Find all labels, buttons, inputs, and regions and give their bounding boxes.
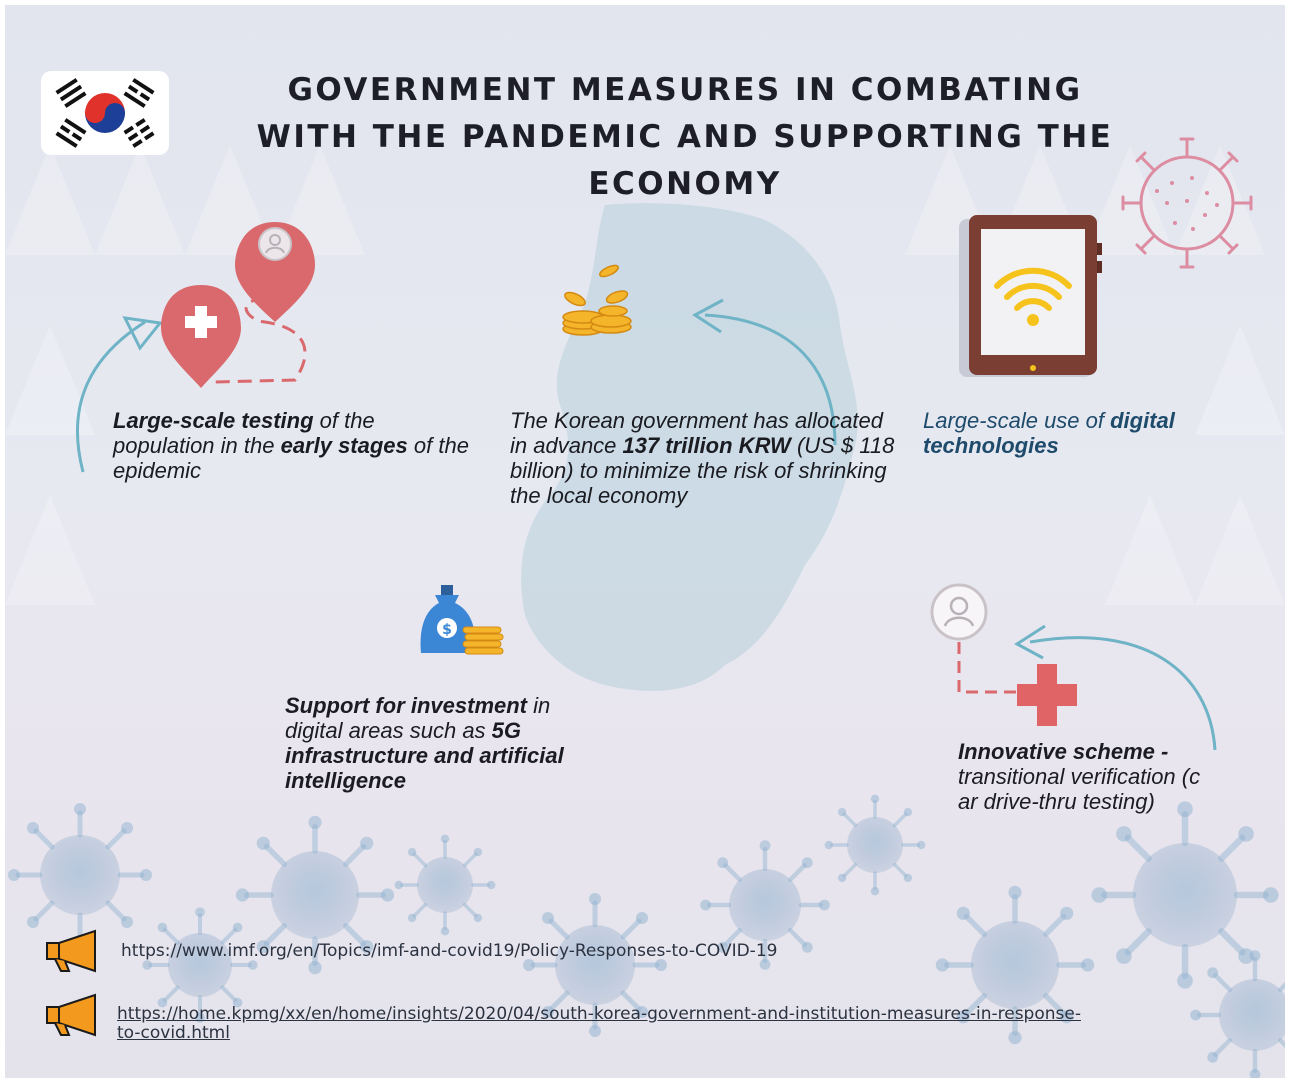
- measure-budget-part-1: The Korean government has allocated in a…: [510, 408, 884, 458]
- measure-digital-bold: digital technologies: [923, 408, 1175, 458]
- source-link-imf[interactable]: https://www.imf.org/en/Topics/imf-and-co…: [121, 941, 778, 961]
- megaphone-icon: [43, 929, 99, 973]
- user-cross-path-icon: [925, 582, 1225, 752]
- measure-digital-text: Large-scale use of digital technologies: [923, 408, 1223, 458]
- map-pin-cross-icon: [65, 210, 325, 480]
- source-link-kpmg-line-1[interactable]: https://home.kpmg/xx/en/home/insights/20…: [117, 1004, 1081, 1024]
- source-link-kpmg[interactable]: https://home.kpmg/xx/en/home/insights/20…: [117, 1005, 1277, 1043]
- virus-icon: [1117, 133, 1257, 273]
- gold-coins-icon: [553, 261, 643, 341]
- money-bag-icon: $: [417, 583, 507, 657]
- page-title: GOVERNMENT MEASURES IN COMBATING WITH TH…: [256, 72, 1114, 202]
- measure-investment-part-2: in digital areas such as: [285, 693, 551, 743]
- source-link-kpmg-line-2[interactable]: to-covid.html: [117, 1023, 230, 1043]
- arrow-icon: [692, 298, 837, 446]
- megaphone-icon: [43, 993, 99, 1037]
- svg-text:$: $: [442, 622, 452, 638]
- measure-testing-bold-1: Large-scale testing: [113, 408, 314, 433]
- measure-investment-text: Support for investment in digital areas …: [285, 693, 595, 793]
- measure-testing-part-4: of the epidemic: [113, 433, 469, 483]
- measure-digital-part-1: Large-scale use of: [923, 408, 1111, 433]
- measure-innovation-text: Innovative scheme - transitional verific…: [958, 739, 1258, 814]
- measure-budget-part-3: (US $ 118 billion) to minimize the risk …: [510, 433, 895, 508]
- measure-budget-bold: 137 trillion KRW: [622, 433, 791, 458]
- infographic-page: GOVERNMENT MEASURES IN COMBATING WITH TH…: [5, 5, 1285, 1078]
- measure-testing-text: Large-scale testing of the population in…: [113, 408, 473, 483]
- measure-investment-bold-1: Support for investment: [285, 693, 528, 718]
- measure-investment-bold-2: 5G infrastructure and artificial intelli…: [285, 718, 564, 793]
- measure-testing-bold-2: early stages: [280, 433, 408, 458]
- measure-budget-text: The Korean government has allocated in a…: [510, 408, 900, 508]
- measure-innovation-bold: Innovative scheme -: [958, 739, 1169, 764]
- measure-testing-part-2: of the population in the: [113, 408, 375, 458]
- tablet-wifi-icon: [955, 213, 1105, 383]
- measure-innovation-part-3: ar drive-thru testing): [958, 789, 1155, 814]
- measure-innovation-part-2: transitional verification (c: [958, 764, 1201, 789]
- south-korea-flag-icon: [41, 71, 169, 155]
